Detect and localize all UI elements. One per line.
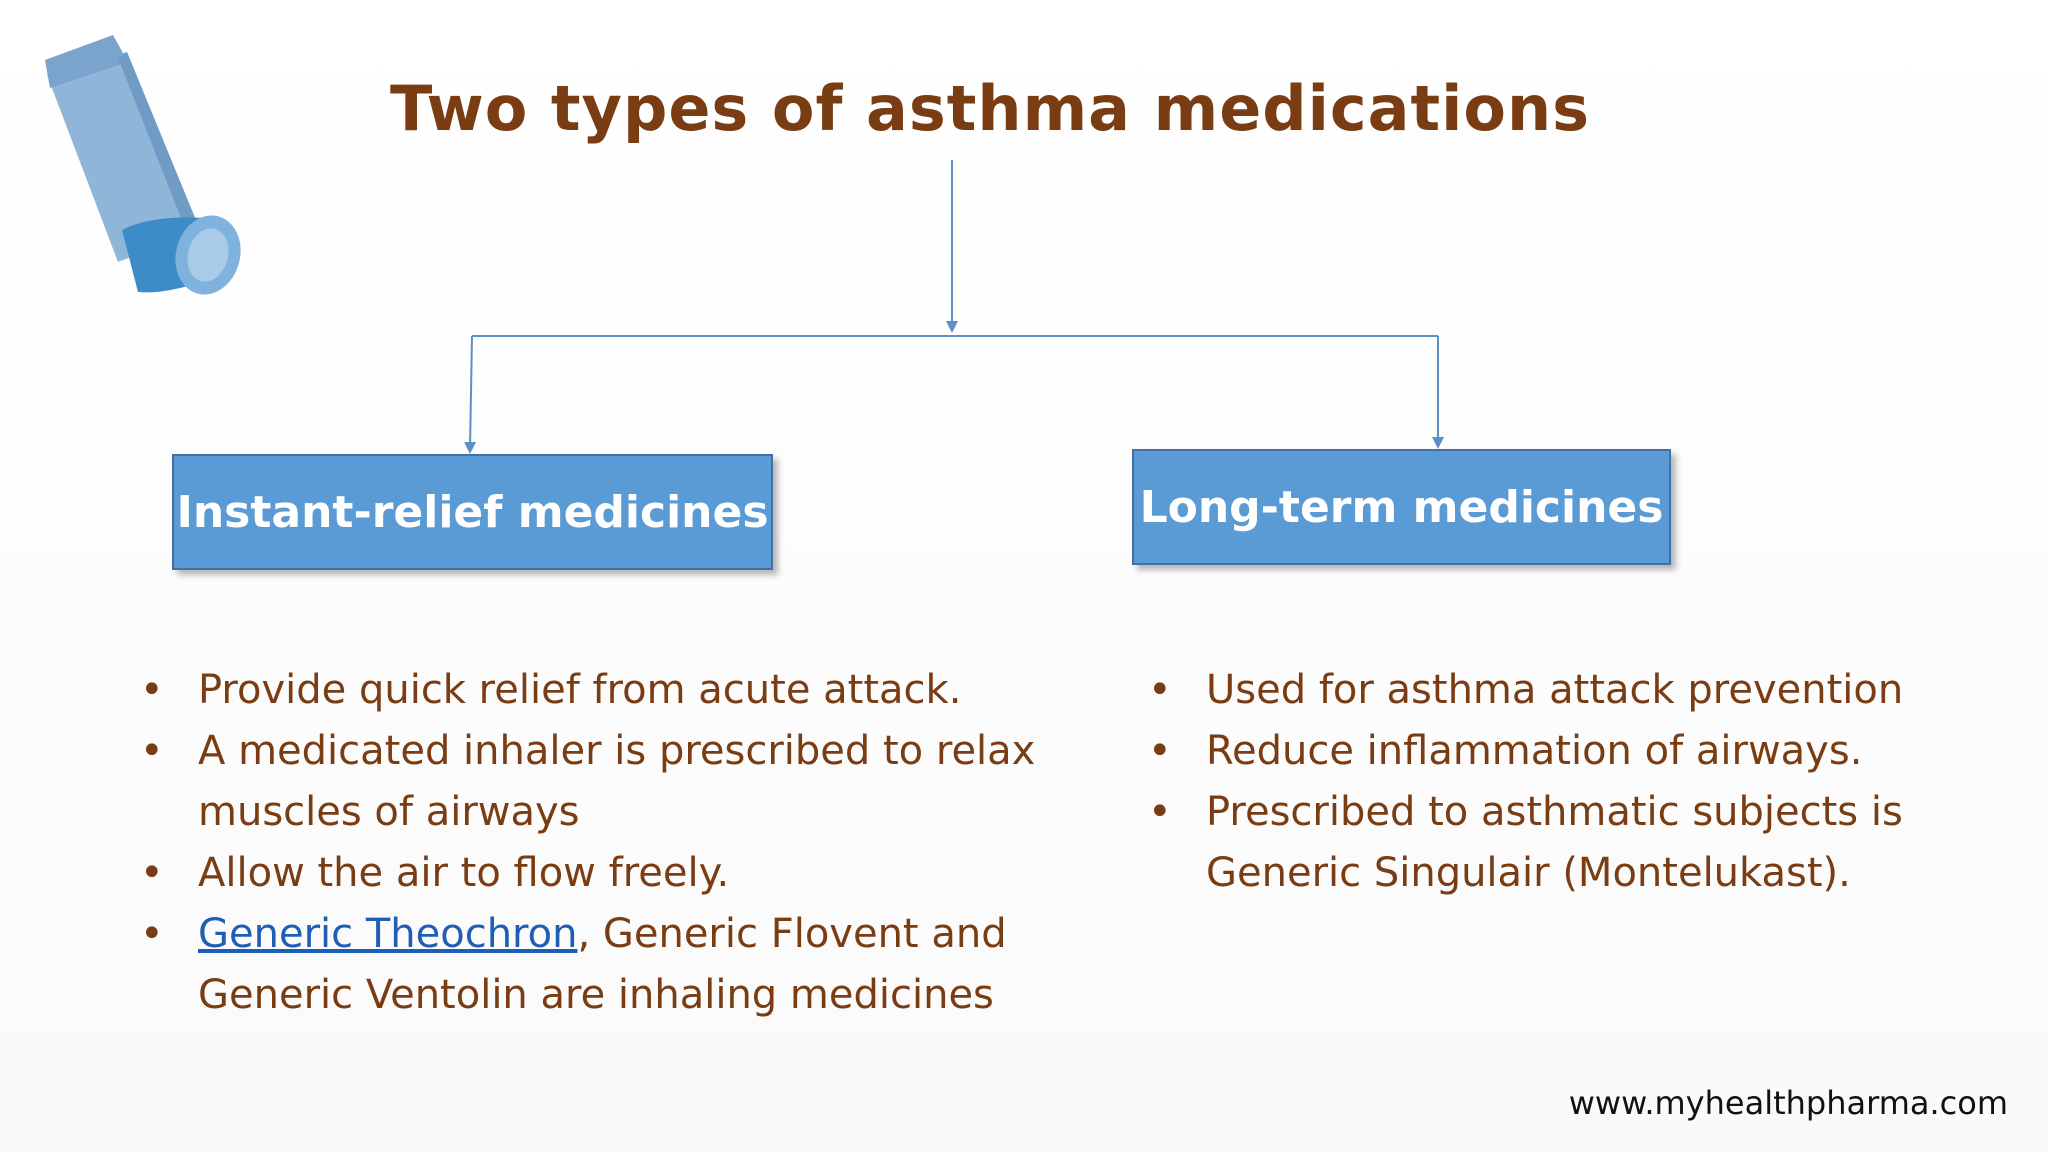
list-item: Reduce inflammation of airways. — [1148, 721, 2028, 782]
long-term-box: Long-term medicines — [1132, 449, 1671, 565]
generic-theochron-link[interactable]: Generic Theochron — [198, 911, 578, 957]
long-term-label: Long-term medicines — [1139, 481, 1664, 533]
instant-relief-bullet-list: Provide quick relief from acute attack. … — [140, 660, 1100, 1026]
list-item: Provide quick relief from acute attack. — [140, 660, 1100, 721]
list-item: Prescribed to asthmatic subjects is Gene… — [1148, 782, 2028, 904]
inhaler-icon — [45, 35, 241, 295]
list-item: Allow the air to flow freely. — [140, 843, 1100, 904]
instant-relief-box: Instant-relief medicines — [172, 454, 773, 570]
long-term-bullet-list: Used for asthma attack prevention Reduce… — [1148, 660, 2028, 904]
list-item: Generic Theochron, Generic Flovent and G… — [140, 904, 1100, 1026]
list-item: A medicated inhaler is prescribed to rel… — [140, 721, 1100, 843]
page-title: Two types of asthma medications — [389, 72, 1590, 145]
list-item: Used for asthma attack prevention — [1148, 660, 2028, 721]
website-url: www.myhealthpharma.com — [1568, 1084, 2008, 1122]
instant-relief-label: Instant-relief medicines — [176, 486, 769, 538]
left-branch-arrow — [464, 335, 477, 454]
